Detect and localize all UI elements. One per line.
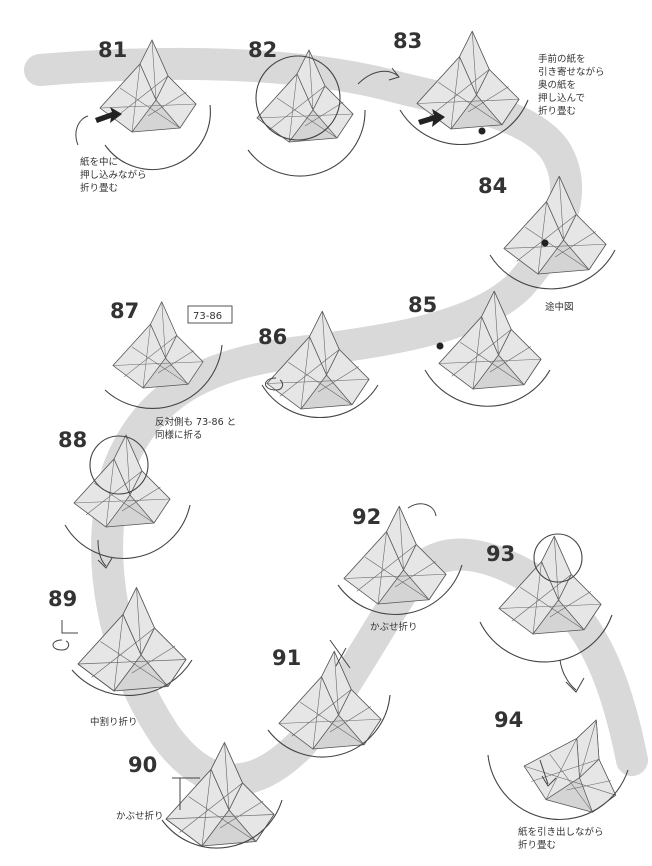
step-84-figure [489,175,616,290]
step-90-note: かぶせ折り [116,810,164,822]
pull-arrow-icon [539,759,557,787]
step-94-figure [487,701,638,822]
pivot-dot [478,127,486,135]
step-81-number: 81 [98,38,127,62]
step-90-number: 90 [128,753,157,777]
flow-arrow-icon-2 [97,539,113,569]
reference-box [187,305,233,324]
step-89-figure [52,587,193,696]
step-92-number: 92 [352,505,381,529]
step-92-figure [337,503,463,616]
right-angle-mark [61,620,78,634]
step-91-figure [267,639,391,758]
flow-arrow-icon-3 [559,659,585,693]
step-88-figure [64,434,191,569]
step-86-number: 86 [258,325,287,349]
step-81-figure [75,39,211,171]
step-93-number: 93 [486,542,515,566]
reference-range: 73-86 [193,311,222,322]
step-87-figure [104,301,223,409]
pivot-dot-3 [436,342,444,350]
step-81-note: 紙を中に 押し込みながら 折り畳む [80,156,150,194]
step-82-number: 82 [248,38,277,62]
step-88-number: 88 [58,428,87,452]
step-94-note: 紙を引き出しながら 折り畳む [518,826,607,851]
fold-arrow-icon-3 [407,503,437,517]
step-86-figure [261,310,379,418]
step-93-figure [479,533,613,693]
fold-arrow-icon-2 [172,777,200,810]
step-82-figure [247,49,400,177]
step-87-note: 反対側も 73-86 と 同様に折る [155,416,239,441]
push-arrow-icon [95,107,122,123]
step-83-number: 83 [393,29,422,53]
step-92-note: かぶせ折り [370,621,418,633]
push-arrow-icon-2 [418,109,445,127]
step-89-note: 中割り折り [90,716,138,728]
turn-over-icon-2 [52,639,70,651]
step-89-number: 89 [48,587,77,611]
flow-arrow-icon [357,67,400,85]
step-87-number: 87 [110,299,139,323]
step-83-note: 手前の紙を 引き寄せながら 奥の紙を 押し込んで 折り畳む [538,53,608,117]
step-83-figure [399,30,529,146]
cut-mark-icon [329,639,351,669]
step-84-note: 途中図 [545,301,574,313]
step-85-figure [424,290,551,407]
step-90-figure [161,742,283,849]
fold-arrow-icon [75,115,89,146]
step-85-number: 85 [408,293,437,317]
turn-over-icon [265,377,284,391]
step-84-number: 84 [478,174,507,198]
step-94-number: 94 [494,708,523,732]
pivot-dot-2 [541,239,549,247]
step-91-number: 91 [272,646,301,670]
